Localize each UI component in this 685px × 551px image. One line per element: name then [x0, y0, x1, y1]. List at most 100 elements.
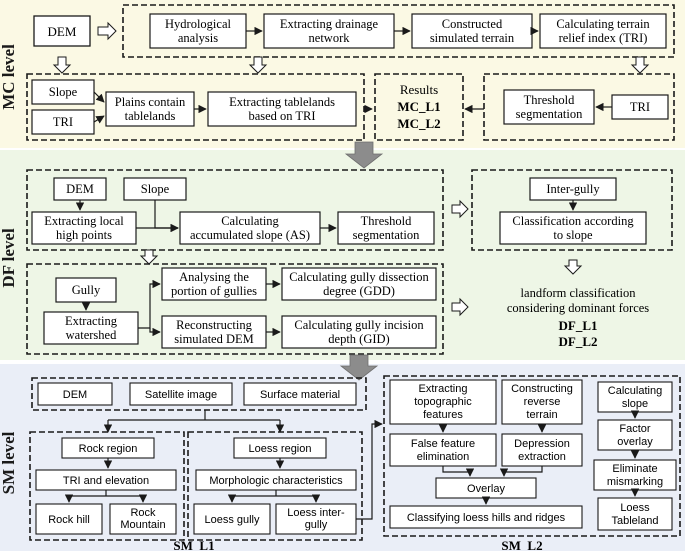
df-gully-group [26, 263, 444, 355]
mc-dem-box [33, 15, 91, 47]
mc-tri-left-label: TRI [53, 115, 73, 129]
df-inter-gully-group [471, 169, 673, 251]
mc-threshold-box [503, 89, 595, 125]
df-watershed-box [43, 311, 139, 345]
mc-right-group [483, 73, 675, 141]
sm-dem-label: DEM [63, 389, 87, 401]
df-arrow-watershed-reconstruct [149, 327, 161, 337]
sm-rock-hill-box [35, 503, 103, 535]
sm-surface-label: Surface material [260, 389, 340, 401]
sm-factor-box [597, 419, 673, 451]
mc-results-l2: MC_L2 [397, 116, 440, 131]
sm-surface-box [243, 382, 357, 406]
mc-tri-right-box [611, 94, 669, 120]
sm-classify-loess-box [389, 505, 583, 529]
mc-drainage-box [263, 13, 395, 49]
mc-hollow-arrow-down-1 [52, 56, 72, 74]
df-gully-label: Gully [72, 283, 101, 297]
mc-level-label: MC level [0, 44, 18, 110]
mc-tri-left-box [31, 109, 95, 135]
df-reconstruct-box [161, 315, 267, 349]
df-top-group [26, 169, 444, 251]
df-hollow-arrow-right-1 [451, 199, 469, 219]
sm-loess-inter-text: Loess inter-gully [287, 507, 345, 531]
sm-overlay-label: Overlay [467, 483, 505, 495]
sm-dem-box [37, 382, 113, 406]
sm-l2-label: SM_L2 [501, 538, 542, 551]
mc-tri-right-label: TRI [630, 100, 650, 114]
df-dem-label: DEM [66, 182, 94, 196]
sm-reverse-box [501, 379, 583, 425]
sm-l1-label: SM_L1 [173, 538, 214, 551]
sm-loess-gully-label: Loess gully [204, 514, 260, 526]
sm-rock-hill-label: Rock hill [48, 514, 90, 526]
df-hollow-arrow-down-2 [563, 259, 583, 275]
mc-hydrological-box [149, 13, 247, 49]
sm-input-branch [108, 410, 280, 421]
mc-extract-tbl-box [207, 91, 357, 127]
df-threshold-box [337, 211, 435, 245]
df-analysing-box [161, 267, 267, 301]
df-arrow-watershed-branch [138, 279, 161, 329]
df-output-l2: DF_L2 [559, 334, 598, 349]
mc-arrow-slope-plains [93, 91, 105, 103]
df-inter-gully-label: Inter-gully [546, 182, 600, 196]
mc-hollow-arrow-down-2 [248, 56, 268, 74]
sm-depression-box [501, 433, 583, 467]
mc-constructed-box [411, 13, 533, 49]
mc-calc-tri-box [539, 13, 667, 49]
sm-tri-elev-label: TRI and elevation [63, 475, 149, 487]
mc-results-title: Results [400, 82, 438, 97]
sm-loess-tbl-box [597, 497, 673, 531]
df-level-label: DF level [0, 228, 18, 288]
mc-results-group [374, 73, 464, 141]
mc-slope-label: Slope [49, 85, 78, 99]
sm-rock-mountain-box [109, 503, 177, 535]
sm-loess-branch [232, 490, 316, 497]
sm-morph-label: Morphologic characteristics [209, 475, 343, 487]
df-hollow-arrow-down-1 [139, 249, 159, 265]
mc-plains-box [105, 91, 195, 127]
sm-input-group [31, 377, 367, 411]
mc-hollow-arrow-down-3 [630, 56, 650, 74]
sm-rock-branch [69, 490, 143, 497]
sm-classify-loess-label: Classifying loess hills and ridges [407, 512, 566, 524]
mc-top-group [122, 4, 675, 58]
sm-rock-group [29, 431, 185, 541]
df-hollow-arrow-right-2 [451, 297, 469, 317]
mc-arrow-tri-plains [93, 115, 105, 124]
sm-loess-inter-box [275, 503, 357, 535]
df-gdd-box [281, 267, 437, 301]
sm-arrow-false-overlay [442, 466, 475, 477]
sm-satellite-box [129, 382, 233, 406]
sm-rock-region-label: Rock region [79, 443, 138, 455]
sm-topo-box [389, 379, 497, 425]
mc-dem-label: DEM [48, 24, 77, 39]
df-classif-slope-box [499, 211, 647, 245]
sm-arrow-depression-overlay [499, 466, 543, 477]
df-gid-box [281, 315, 437, 349]
sm-l2-group [383, 375, 681, 537]
mc-left-group [26, 73, 365, 141]
df-calc-as-box [179, 211, 321, 245]
sm-loess-gully-box [193, 503, 271, 535]
